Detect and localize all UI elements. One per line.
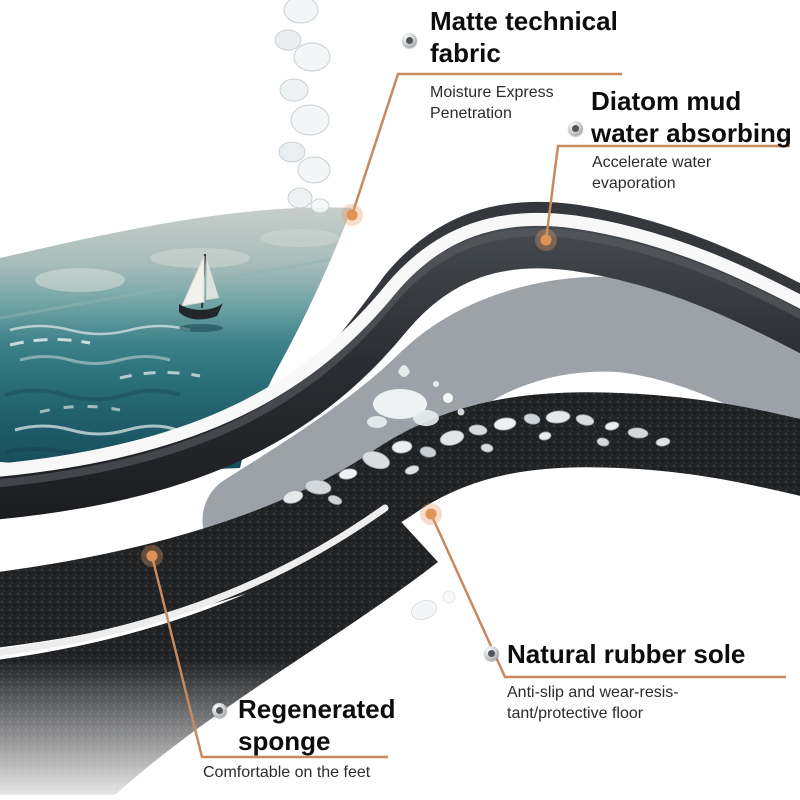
- diatom-callout-title: Diatom mud water absorbing: [591, 86, 792, 148]
- painted-fabric-layer: [0, 207, 352, 470]
- diatom-pebbles: [282, 410, 671, 505]
- diatom-mud-layer: [202, 276, 800, 568]
- sea-brushstrokes: [0, 229, 341, 457]
- fabric-callout-title: Matte technical fabric: [430, 6, 618, 68]
- rubber-connector-line: [429, 513, 786, 679]
- sailboat: [179, 253, 223, 332]
- bottom-left-fade: [0, 660, 400, 800]
- white-membrane-edge: [0, 212, 800, 477]
- sponge-connector-line: [150, 555, 388, 759]
- water-splash: [367, 365, 465, 428]
- fabric-callout-desc: Moisture Express Penetration: [430, 84, 554, 123]
- diatom-bullet-icon: [568, 121, 583, 136]
- diatom-callout-desc: Accelerate water evaporation: [592, 154, 712, 193]
- foam-white-edge: [0, 504, 389, 656]
- sponge-anchor-dot: [146, 550, 158, 562]
- sponge-foam-layer: [0, 392, 800, 648]
- callout-anchor-dots: [141, 204, 557, 567]
- water-drop-stream: [274, 0, 331, 214]
- diatom-anchor-dot: [540, 234, 552, 246]
- sponge-bullet-icon: [212, 703, 227, 718]
- rubber-callout-desc: Anti-slip and wear-resis- tant/protectiv…: [507, 684, 679, 723]
- rubber-bullet-icon: [484, 646, 499, 661]
- callout-connectors: [150, 72, 790, 759]
- sponge-callout-title: Regenerated sponge: [238, 694, 396, 756]
- fabric-bullet-icon: [402, 33, 417, 48]
- gloss-dark-layer: [0, 224, 800, 520]
- sponge-callout-desc: Comfortable on the feet: [203, 764, 371, 781]
- diatom-connector-line: [544, 144, 790, 241]
- rubber-callout-title: Natural rubber sole: [507, 639, 746, 669]
- fabric-anchor-dot: [346, 209, 358, 221]
- gloss-highlight: [0, 228, 800, 488]
- faint-droplets: [410, 590, 456, 621]
- rubber-anchor-dot: [425, 508, 437, 520]
- fabric-connector-line: [350, 72, 622, 216]
